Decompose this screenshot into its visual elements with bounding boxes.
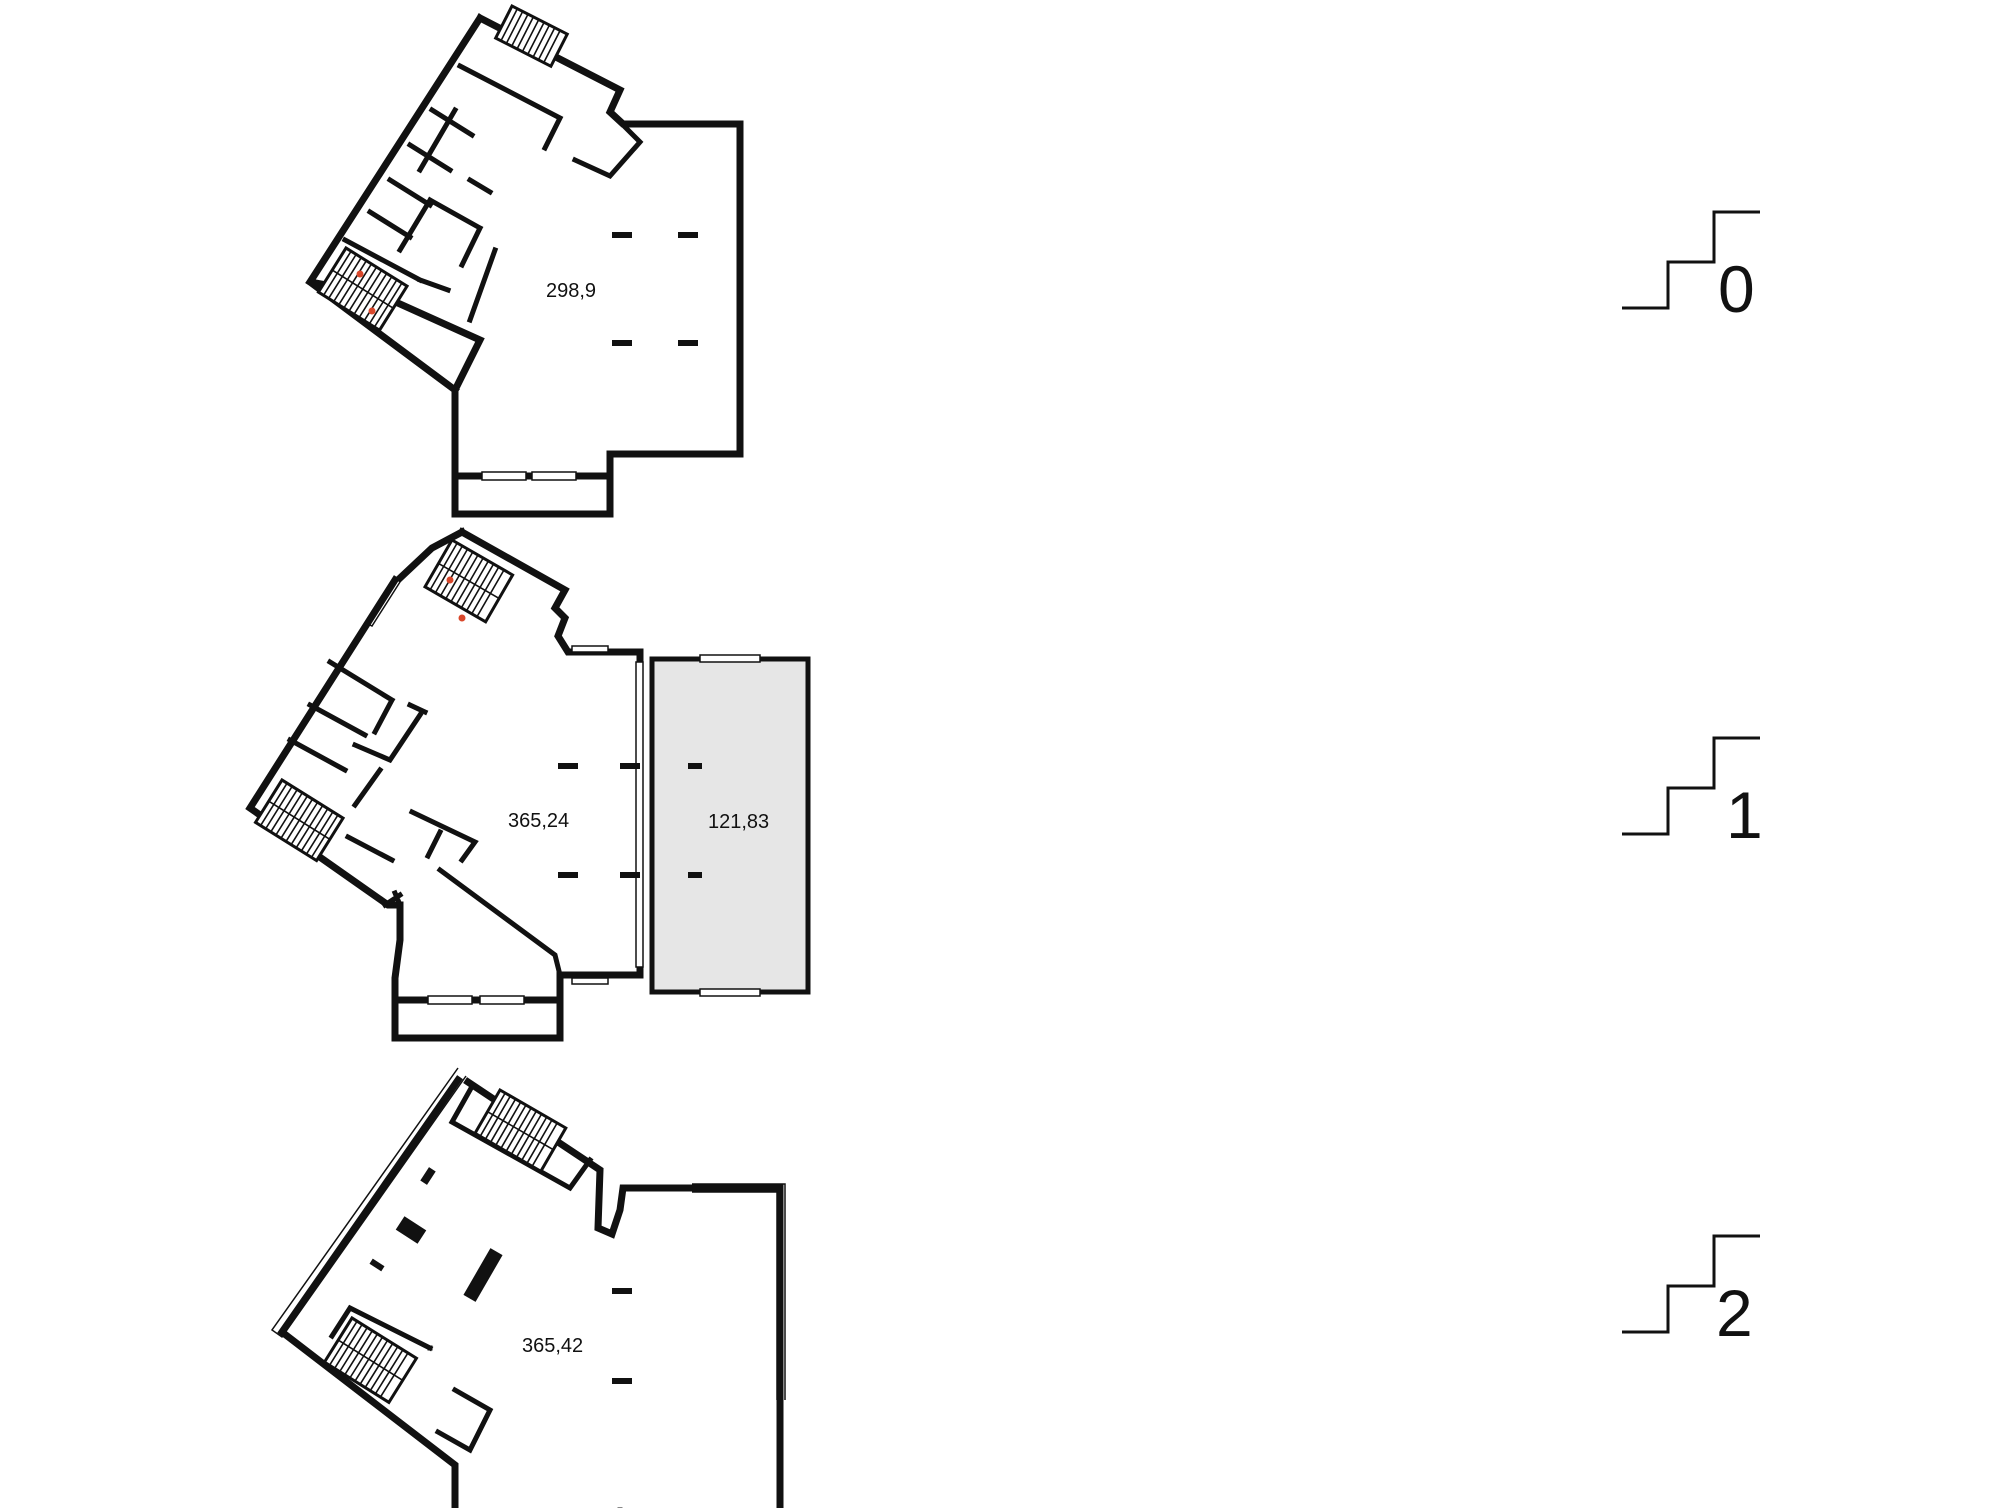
floor-2-stair-main — [322, 1315, 419, 1405]
floor-1-area-label: 365,24 — [508, 810, 569, 832]
floor-0-stair-arrow — [356, 270, 364, 278]
floor-0-stair-arrow — [368, 307, 376, 315]
floor-0-column — [612, 232, 632, 238]
floor-2-solid-block — [395, 1216, 427, 1244]
level-marker-2: 2 — [1622, 1234, 1760, 1350]
floor-1-terrace-area-label: 121,83 — [708, 811, 769, 833]
floor-1-window — [571, 645, 609, 653]
floor-0-column — [678, 340, 698, 346]
floor-2-column — [369, 1258, 385, 1272]
floor-1-window — [427, 995, 473, 1005]
floor-1-terrace-window — [699, 988, 761, 997]
floor-2-area-label: 365,42 — [522, 1335, 583, 1357]
floor-1-interior-walls — [286, 658, 479, 909]
level-number: 2 — [1716, 1276, 1753, 1350]
floor-1-stair-arrow — [446, 576, 454, 584]
floor-plan-level-0: 298,9 — [305, 3, 744, 518]
floor-2-stair-top — [472, 1087, 568, 1174]
floor-1-diagonal-wall — [436, 866, 564, 979]
floor-plan-level-2: 365,42 — [270, 1067, 786, 1508]
floor-0-stair-top — [493, 3, 570, 69]
floor-0-window — [481, 471, 527, 481]
floor-1-window — [479, 995, 525, 1005]
level-number: 1 — [1726, 778, 1763, 852]
floor-0-interior-walls — [341, 62, 644, 324]
floor-1-column — [620, 872, 640, 878]
step-icon — [1622, 210, 1760, 310]
floor-1-terrace-column — [688, 872, 702, 878]
floor-2-outline — [277, 1075, 784, 1508]
floor-1-window — [571, 977, 609, 985]
floor-0-stair-main — [316, 245, 410, 333]
floor-1-column — [558, 763, 578, 769]
floor-1-outline — [245, 527, 644, 1042]
step-icon — [1622, 1234, 1760, 1334]
floor-0-window — [531, 471, 577, 481]
floor-1-terrace-window — [699, 654, 761, 663]
level-number: 0 — [1718, 252, 1755, 326]
floor-2-solid-block — [463, 1248, 503, 1302]
level-marker-1: 1 — [1622, 736, 1763, 852]
floor-1-window-strip — [366, 578, 401, 627]
floor-1-stair-top — [422, 537, 515, 624]
floor-plan-level-1: 365,24 121,83 — [245, 527, 811, 1042]
floor-1-stair-arrow — [458, 614, 466, 622]
floor-2-glazing — [270, 1067, 786, 1400]
floor-2-column — [612, 1378, 632, 1384]
floor-0-column — [678, 232, 698, 238]
floor-1-stair-main — [253, 777, 346, 863]
floor-0-area-label: 298,9 — [546, 280, 596, 302]
floor-1-terrace-column — [688, 763, 702, 769]
floor-2-column — [612, 1288, 632, 1294]
floor-2-column — [420, 1167, 436, 1185]
floor-1-column — [620, 763, 640, 769]
floor-0-column — [612, 340, 632, 346]
floor-1-column — [558, 872, 578, 878]
floor-1-glass-partition — [635, 661, 644, 968]
step-icon — [1622, 736, 1760, 836]
level-marker-0: 0 — [1622, 210, 1760, 326]
